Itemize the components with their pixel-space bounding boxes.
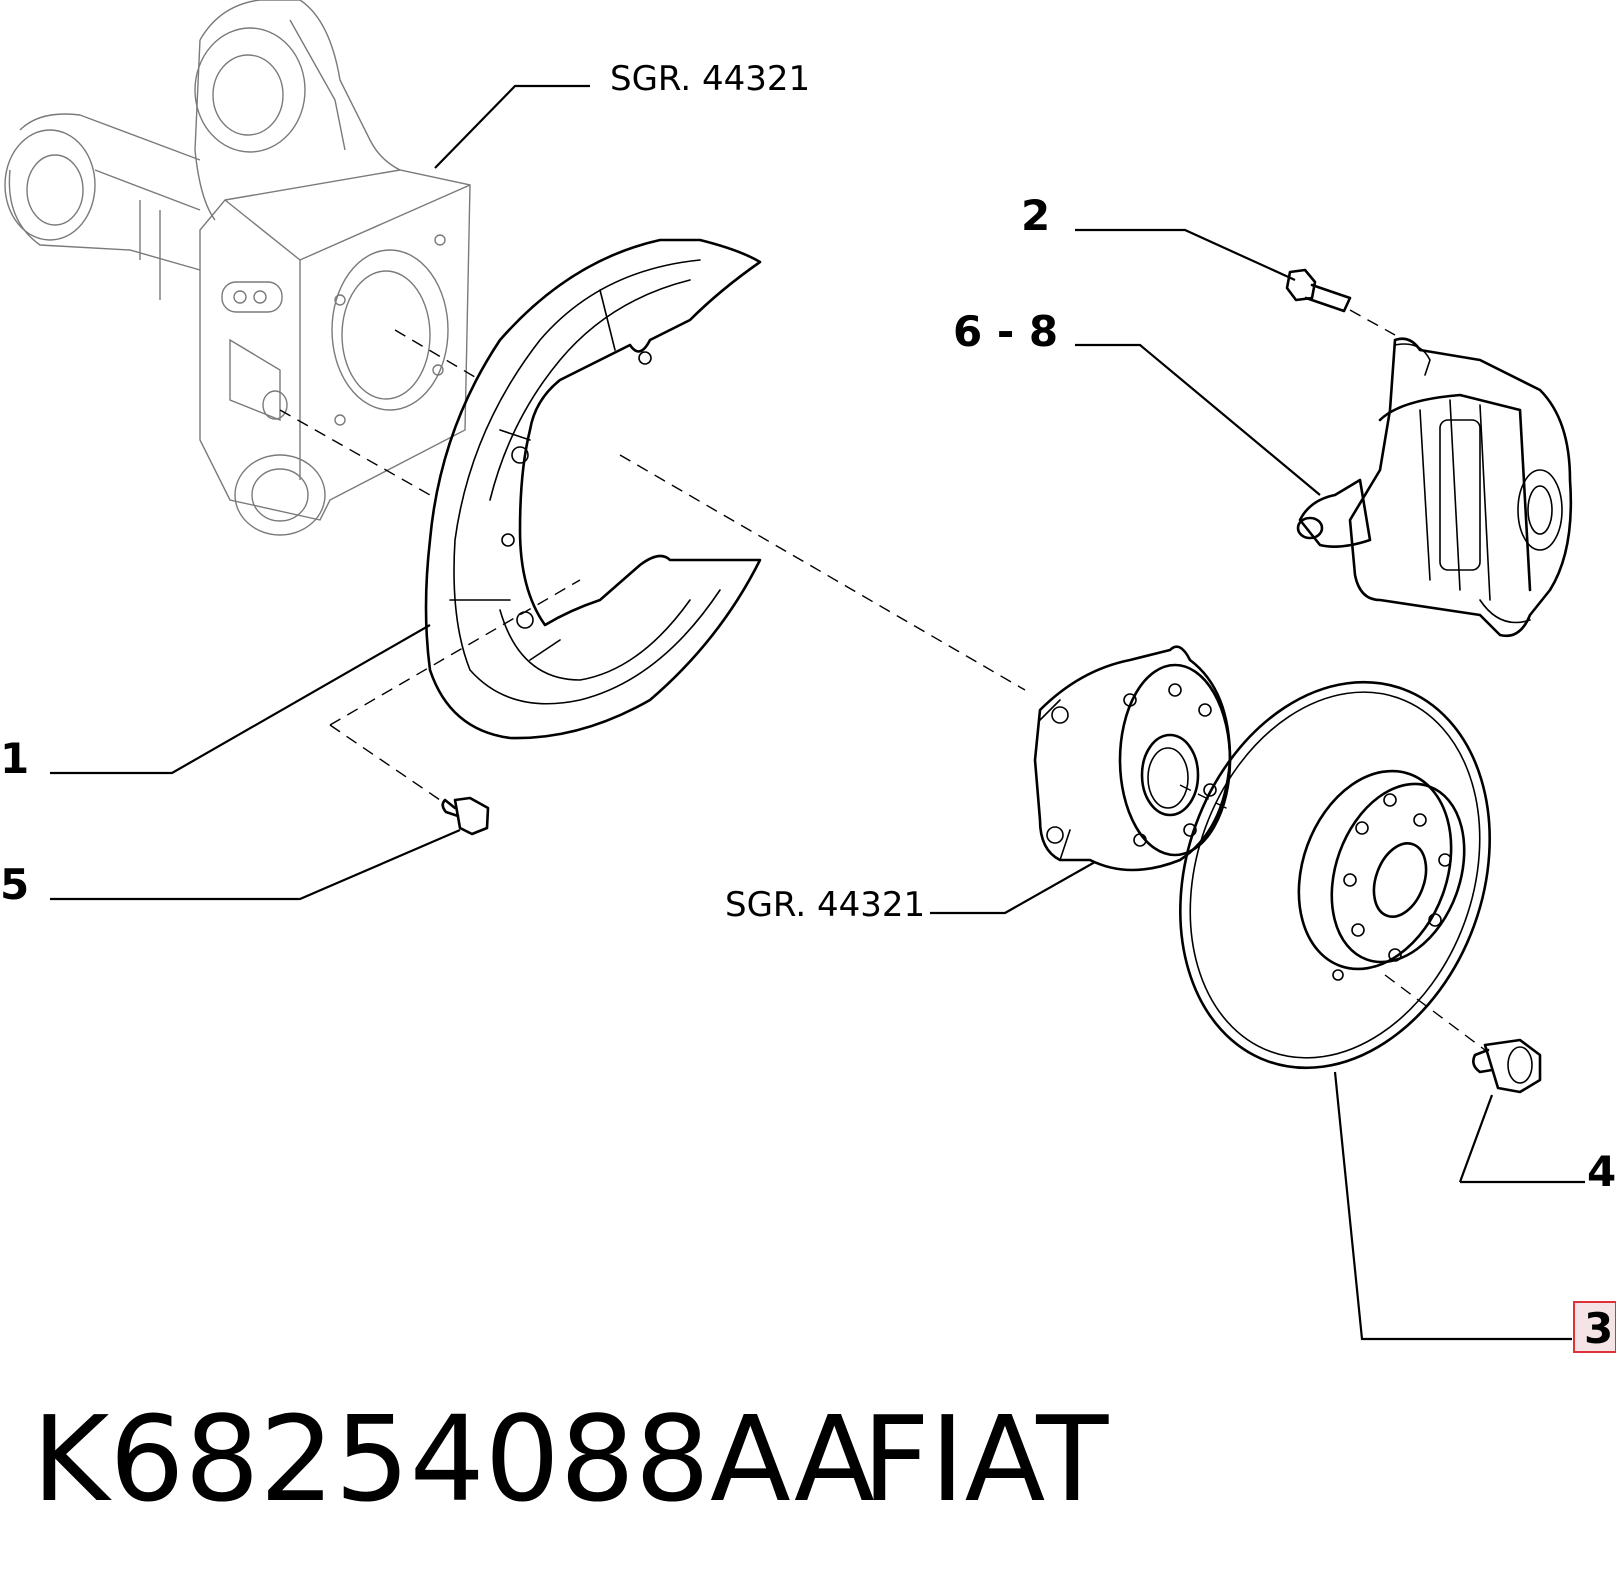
assembly-axis-lines xyxy=(279,309,1486,1051)
wheel-hub[interactable] xyxy=(1033,645,1232,872)
callout-6-8: 6 - 8 xyxy=(953,307,1058,356)
callout-2: 2 xyxy=(1021,191,1050,240)
shield-screw[interactable] xyxy=(441,796,490,836)
callout-4: 4 xyxy=(1587,1147,1616,1196)
footer-brand: FIAT xyxy=(862,1390,1109,1528)
reference-hub: SGR. 44321 xyxy=(725,885,925,925)
leader-lines xyxy=(50,84,1585,1341)
caliper-bolt[interactable] xyxy=(1285,268,1352,313)
brake-dust-shield[interactable] xyxy=(424,238,762,740)
steering-knuckle[interactable] xyxy=(4,0,471,536)
callout-5: 5 xyxy=(0,860,29,909)
footer-part-number: K68254088AA xyxy=(32,1390,875,1528)
brake-caliper[interactable] xyxy=(1296,337,1573,638)
callout-3: 3 xyxy=(1584,1304,1613,1353)
brake-disc[interactable] xyxy=(1128,638,1542,1111)
callout-3-highlighted[interactable]: 3 xyxy=(1573,1301,1616,1353)
callout-1: 1 xyxy=(0,734,29,783)
highlight-box xyxy=(1573,1301,1616,1353)
reference-knuckle: SGR. 44321 xyxy=(610,59,810,99)
disc-screw[interactable] xyxy=(1472,1038,1542,1094)
